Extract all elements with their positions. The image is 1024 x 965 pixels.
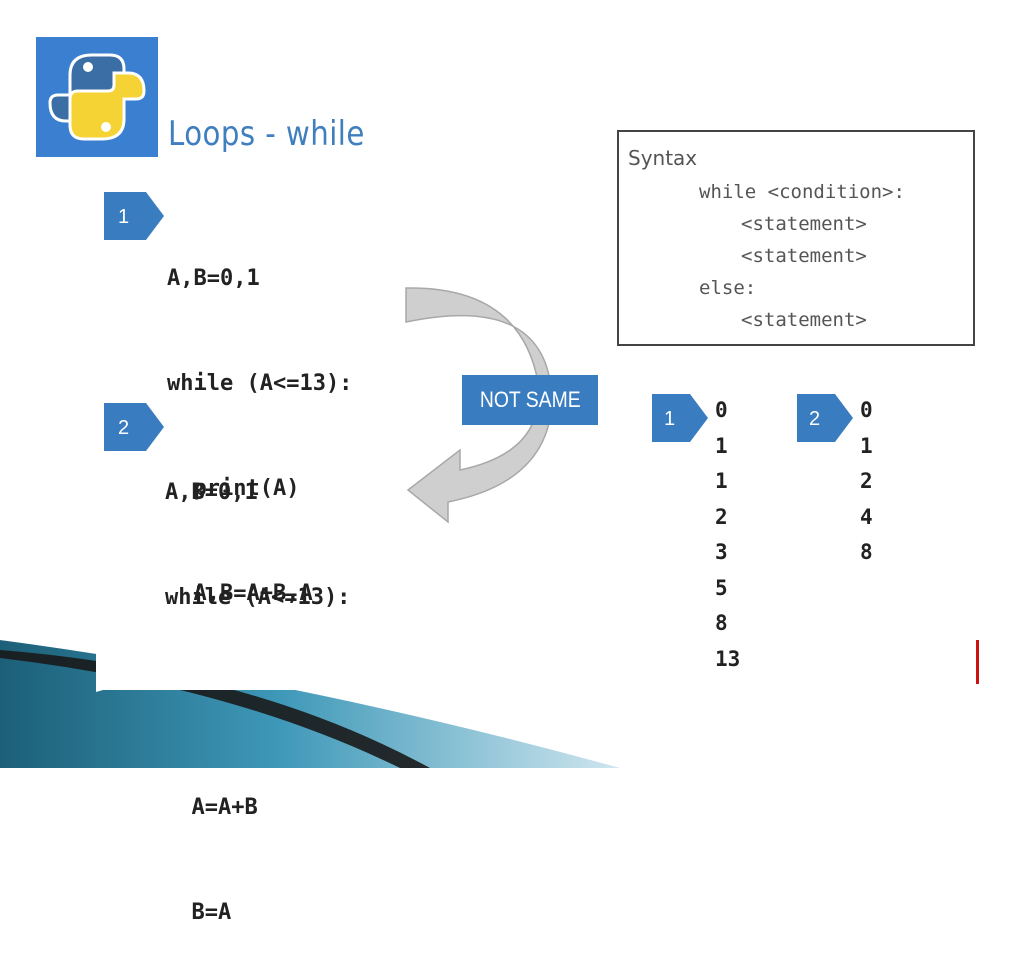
output1-badge-label: 1 (664, 408, 675, 430)
output-value: 5 (715, 575, 728, 600)
output-value: 8 (715, 611, 728, 635)
output-value: 3 (715, 540, 728, 564)
output-value: 0 (860, 398, 873, 422)
example1-code: A,B=0,1 while (A<=13): print(A) A,B=A+B,… (167, 191, 352, 646)
output-value: 1 (715, 433, 728, 458)
output-value: 1 (860, 433, 873, 458)
output-value: 0 (715, 398, 728, 422)
syntax-line: <statement> (741, 309, 867, 331)
syntax-line: while <condition>: (699, 181, 905, 203)
example1-badge: 1 (104, 192, 164, 240)
syntax-line: <statement> (741, 245, 867, 267)
example2-badge: 2 (104, 403, 164, 451)
code-line: A,B=0,1 (165, 480, 258, 505)
output-value: 2 (860, 469, 873, 493)
output-value: 2 (715, 504, 728, 529)
red-mark (976, 640, 979, 684)
python-logo-icon (36, 37, 158, 157)
code-line: while (A<=13): (167, 371, 353, 396)
output1-values: 0 1 1 2 3 5 8 13 (715, 393, 740, 677)
example2-badge-label: 2 (118, 417, 129, 439)
code-line: A,B=A+B,A (167, 581, 313, 606)
curved-arrow-icon (405, 287, 553, 524)
output2-values: 0 1 2 4 8 (860, 393, 873, 571)
code-line: A,B=0,1 (167, 266, 260, 291)
output1-badge: 1 (652, 394, 708, 442)
code-line: while (A<=13): (165, 585, 351, 610)
decorative-swoosh (0, 640, 620, 768)
syntax-box: Syntax while <condition>: <statement> <s… (617, 130, 975, 346)
slide-title: Loops - while (168, 114, 365, 154)
code-line: print(A) (167, 476, 300, 501)
code-line: B=A (165, 900, 232, 925)
example1-badge-label: 1 (118, 206, 129, 228)
not-same-label: NOT SAME (462, 375, 598, 425)
code-line: A=A+B (165, 795, 258, 820)
output-value: 4 (860, 504, 873, 529)
syntax-line: else: (699, 277, 757, 299)
output-value: 1 (715, 469, 728, 493)
output-value: 8 (860, 540, 873, 564)
output2-badge-label: 2 (809, 408, 820, 430)
syntax-label: Syntax (628, 146, 698, 170)
syntax-line: <statement> (741, 213, 867, 235)
output-value: 13 (715, 646, 741, 671)
output2-badge: 2 (797, 394, 853, 442)
